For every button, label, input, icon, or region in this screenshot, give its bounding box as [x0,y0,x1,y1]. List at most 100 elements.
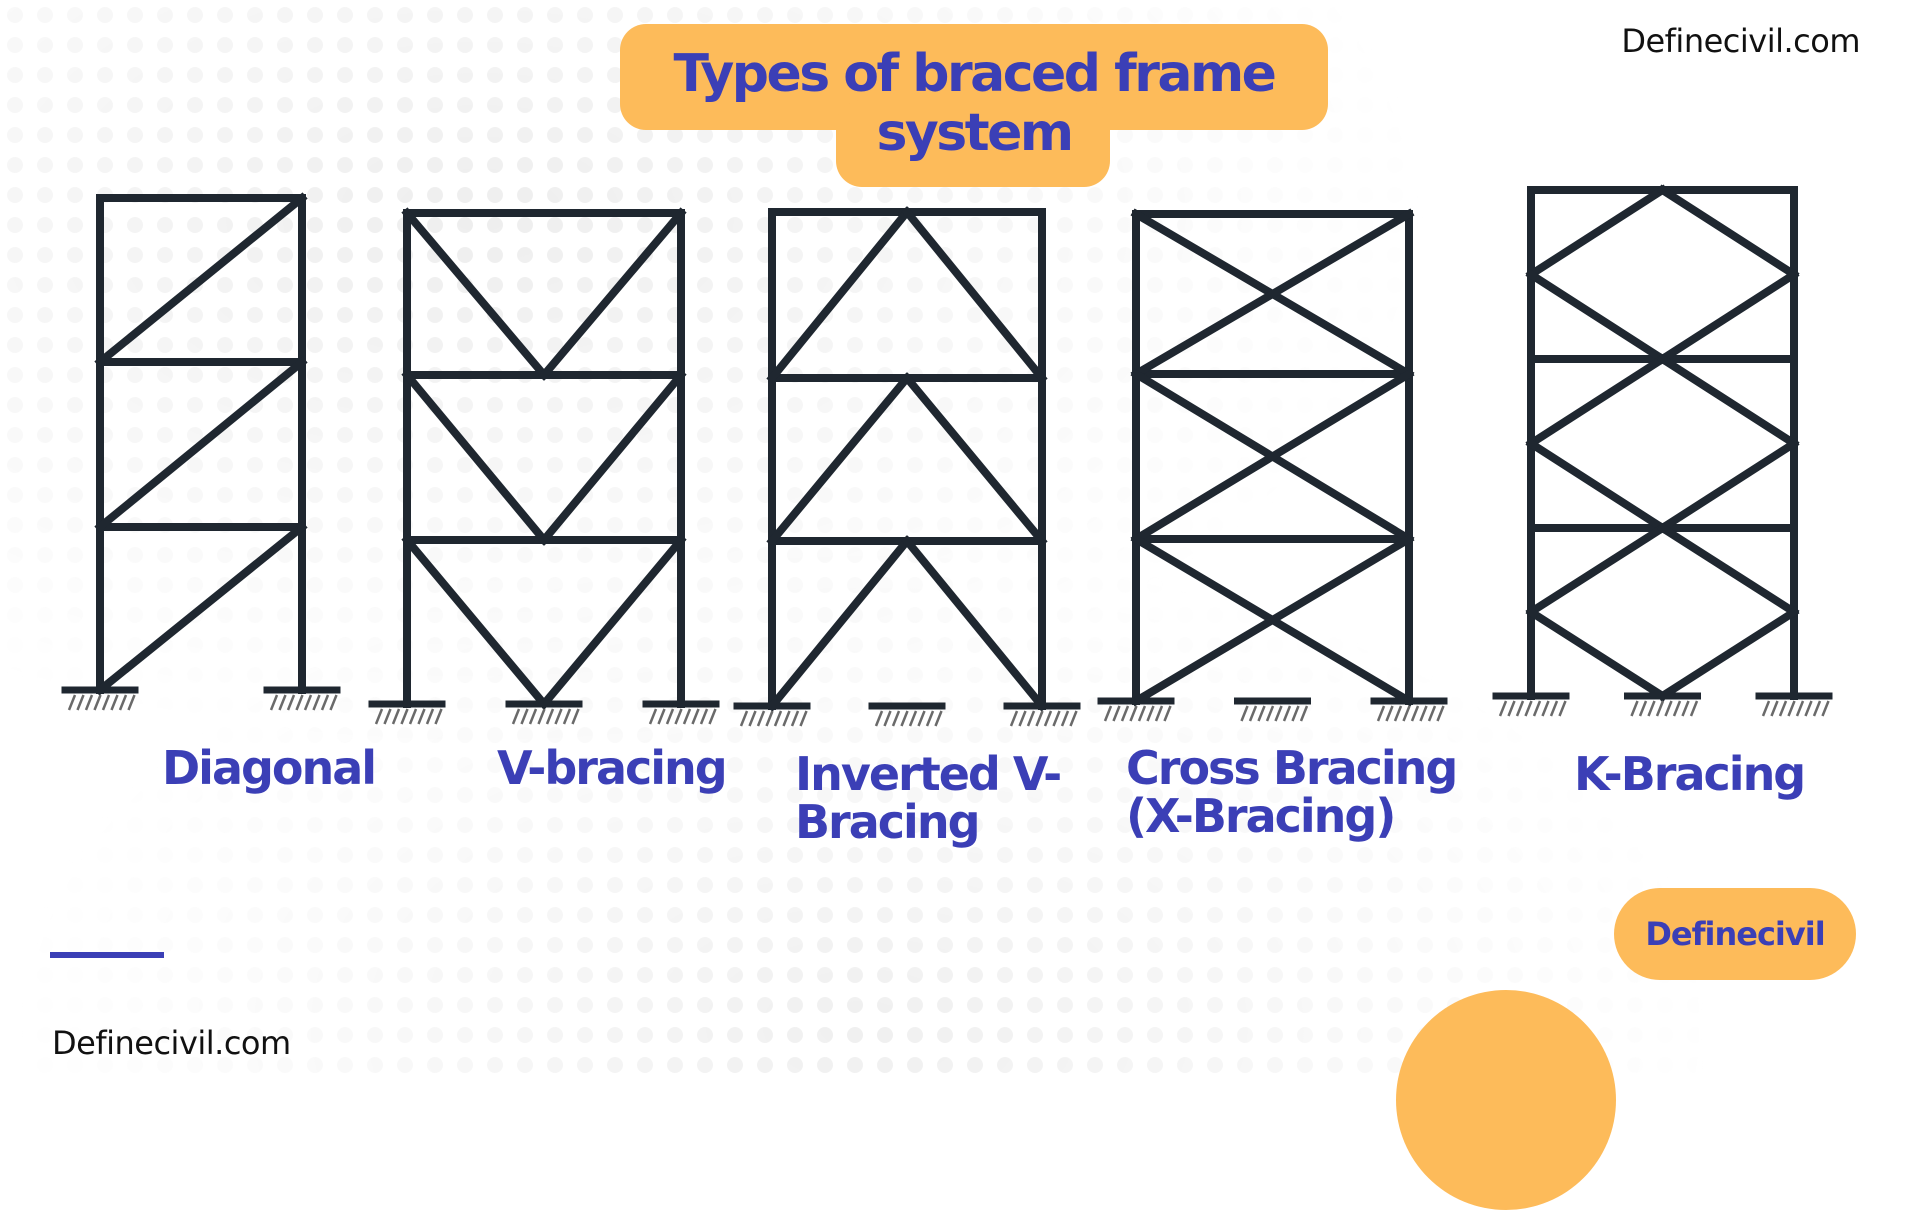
ground-hatch-mark [408,708,418,725]
ground-hatch-mark [908,710,918,727]
ground-hatch-mark [303,694,313,711]
frame-v [401,207,687,710]
ground-hatch-mark [571,708,580,725]
ground-hatch-mark [101,694,111,711]
frame-label-inverted-v: Inverted V-Bracing [795,747,1062,849]
ground-hatch-mark [1402,705,1411,722]
ground-hatch-mark [1043,710,1053,727]
ground-hatch-mark [1664,700,1673,717]
brace-k-lower-right [1656,437,1800,534]
frame-diagonal [94,192,308,696]
ground-hatch-mark [1532,700,1542,717]
ground-hatch-mark [278,694,287,711]
brace-k-lower-right [1656,268,1800,365]
site-brand-top: Definecivil.com [1621,22,1860,60]
ground-hatch-mark [1630,700,1639,717]
brace-k-upper-right [1656,522,1800,618]
ground-hatch-mark [1821,700,1830,717]
frame-label-diagonal: Diagonal [162,744,377,792]
brace-k-lower-left [1525,606,1669,702]
brace-k-upper-left [1525,522,1669,618]
brace-inverted-v-right [901,206,1048,384]
ground-hatch-mark [682,708,692,725]
brace-cross-b [1130,533,1415,707]
ground-hatch-mark [93,694,102,711]
ground-hatch-mark [554,708,563,725]
ground-hatch-mark [1436,705,1445,722]
brand-pill-badge: Definecivil [1614,888,1856,980]
ground-hatch-mark [537,708,546,725]
ground-hatch-mark [1248,705,1258,722]
ground-hatch-mark [1647,700,1656,717]
brace-v-right [538,369,687,546]
brace-v-left [401,534,550,710]
ground-hatch-mark [1137,705,1147,722]
ground-hatch-mark [699,708,709,725]
ground-hatch-mark [1761,700,1771,717]
ground-hatch-mark [374,708,384,725]
page-title-line-2: system [876,103,1074,163]
ground-hatch-mark [1795,700,1805,717]
ground-hatch-mark [1035,710,1044,727]
ground-hatch-mark [748,710,757,727]
accent-divider-line [50,952,164,958]
ground-hatch-mark [383,708,392,725]
ground-hatch-mark [782,710,791,727]
support-middle [505,700,583,725]
brace-v-right [538,207,687,381]
site-brand-bottom: Definecivil.com [52,1024,291,1062]
ground-hatch-mark [110,694,119,711]
ground-hatch-mark [883,710,892,727]
support-middle [1234,697,1311,722]
ground-hatch-mark [1282,705,1292,722]
frame-label-cross: Cross Bracing(X-Bracing) [1126,744,1458,843]
ground-hatch-mark [320,694,330,711]
ground-hatch-mark [1410,705,1420,722]
decorative-circle [1396,990,1616,1210]
brace-k-upper-right [1656,184,1800,281]
brace-diagonal [94,521,308,696]
ground-hatch-mark [1427,705,1437,722]
ground-hatch-mark [1129,705,1138,722]
support-left [368,700,446,725]
brace-diagonal [94,192,308,368]
ground-hatch-mark [1112,705,1121,722]
ground-hatch-mark [562,708,572,725]
ground-hatch-mark [1549,700,1559,717]
ground-hatch-mark [67,694,77,711]
support-right [642,700,720,725]
ground-hatch-mark [765,710,774,727]
frame-label-line: Bracing [795,795,981,849]
ground-hatch-mark [1393,705,1403,722]
support-left [733,702,811,727]
ground-hatch-mark [1291,705,1300,722]
ground-hatch-mark [1672,700,1682,717]
ground-hatch-mark [799,710,808,727]
ground-hatch-mark [1804,700,1813,717]
ground-hatch-mark [118,694,128,711]
ground-hatch-mark [665,708,675,725]
ground-hatch-mark [329,694,338,711]
ground-hatch-mark [790,710,800,727]
ground-hatch-mark [1240,705,1249,722]
ground-hatch-mark [312,694,321,711]
ground-hatch-mark [773,710,783,727]
support-right [1755,692,1833,717]
ground-hatch-mark [1778,700,1788,717]
frame-label-line: Inverted V- [795,747,1062,801]
ground-hatch-mark [1541,700,1550,717]
ground-hatch-mark [1787,700,1796,717]
frame-inverted-v [766,206,1048,712]
brace-inverted-v-left [766,535,913,712]
ground-hatch-mark [528,708,538,725]
brace-inverted-v-left [766,206,913,384]
support-right [263,686,341,711]
ground-hatch-mark [1103,705,1113,722]
frame-label-line: (X-Bracing) [1126,789,1396,843]
ground-hatch-mark [1299,705,1309,722]
ground-hatch-mark [295,694,304,711]
ground-hatch-mark [1385,705,1394,722]
brace-k-lower-left [1525,268,1669,365]
ground-hatch-mark [1069,710,1078,727]
ground-hatch-mark [1009,710,1019,727]
